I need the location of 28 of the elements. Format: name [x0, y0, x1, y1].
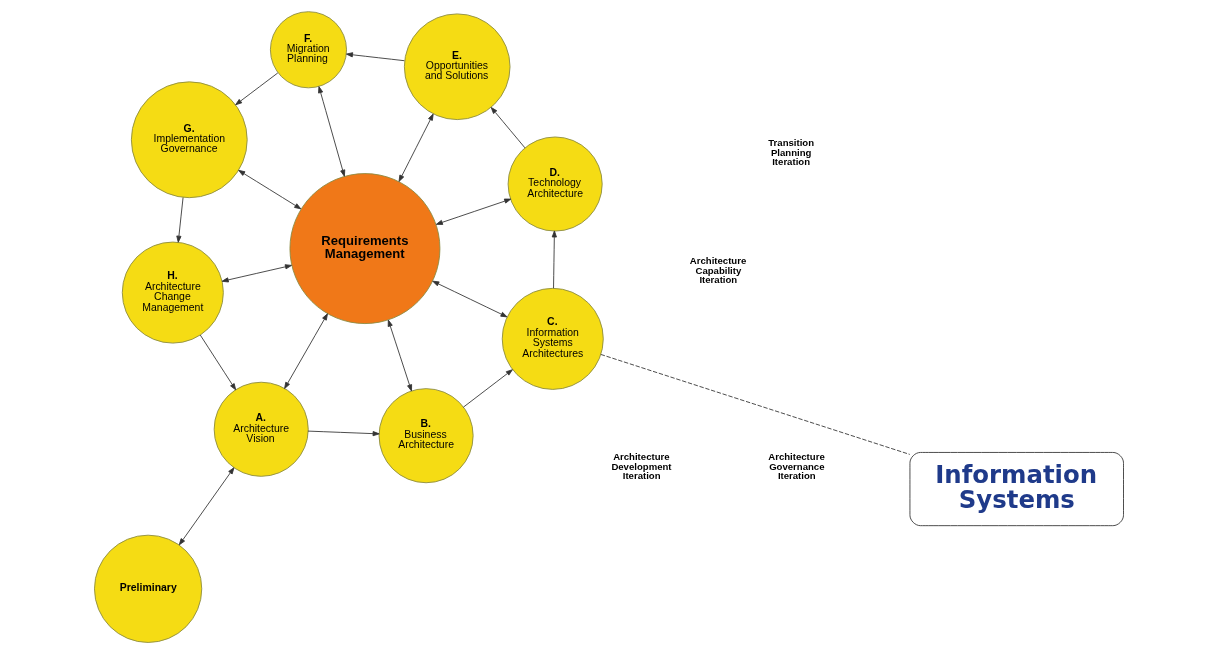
node-box: Information Systems — [909, 452, 1124, 527]
arrow — [283, 313, 328, 389]
arrow — [462, 369, 513, 408]
node-circle: D. Technology Architecture — [507, 136, 603, 232]
arrow — [234, 72, 278, 106]
label: Architecture Capability Iteration — [689, 254, 746, 286]
arrow — [431, 280, 507, 318]
label: Architecture Development Iteration — [610, 451, 672, 482]
arrow — [345, 52, 405, 62]
label: Architecture Governance Iteration — [767, 451, 825, 482]
node-circle: F. Migration Planning — [269, 11, 347, 89]
arrow — [551, 230, 557, 289]
node-circle: Preliminary — [93, 534, 202, 643]
connector — [599, 354, 910, 455]
arrow — [490, 107, 525, 149]
node-circle: H. Architecture Change Management — [121, 241, 224, 344]
arrow — [317, 86, 345, 177]
arrow — [199, 334, 236, 391]
arrow — [175, 197, 183, 243]
arrow — [221, 264, 292, 283]
arrow — [435, 198, 511, 225]
node-circle: B. Business Architecture — [378, 388, 474, 484]
arrow — [178, 467, 234, 546]
arrow — [307, 430, 380, 437]
arrow — [398, 113, 434, 182]
arrow — [387, 319, 412, 392]
arrow — [237, 169, 301, 210]
label: Transition Planning Iteration — [767, 137, 814, 168]
